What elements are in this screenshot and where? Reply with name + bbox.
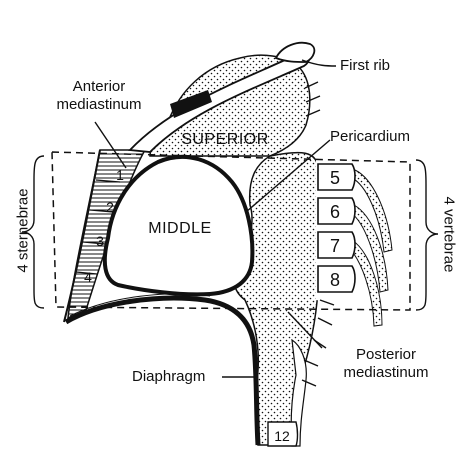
posterior-leader <box>287 311 323 349</box>
sternebra-4: 4 <box>84 269 92 285</box>
vertebra-box-7 <box>317 231 356 259</box>
posterior-region <box>233 151 319 446</box>
rib-strip-3 <box>348 239 383 327</box>
left-brace <box>21 155 45 309</box>
sternum-front <box>63 149 101 323</box>
pericardium-leader <box>245 139 331 213</box>
rib-stubs <box>301 81 335 387</box>
rib-strip-1 <box>351 169 393 253</box>
sternebra-divider-2 <box>89 209 114 213</box>
anterior-label-line-1: Anterior <box>72 78 126 95</box>
posterior-label-line-2: mediastinum <box>343 364 429 381</box>
sternebra-2: 2 <box>106 199 114 215</box>
vertebra-8: 8 <box>330 270 340 290</box>
vertebra-box-5 <box>317 163 356 191</box>
posterior-label-line-1: Posterior <box>355 346 417 363</box>
right-brace <box>415 159 439 311</box>
vertebra-box-12 <box>267 421 299 447</box>
sternebra-1: 1 <box>116 167 124 183</box>
pericardium-label: Pericardium <box>330 128 411 145</box>
lower-spine <box>290 338 307 447</box>
vertebra-boxes <box>317 163 356 293</box>
sternebra-3: 3 <box>96 233 104 249</box>
diaphragm-curve <box>64 295 261 446</box>
middle-label: MIDDLE <box>148 220 212 237</box>
sternebra-divider-1 <box>95 179 121 183</box>
posterior-mediastinum-label: Posterior mediastinum <box>316 346 456 382</box>
vertebra-5: 5 <box>330 168 340 188</box>
superior-label: SUPERIOR <box>181 131 269 148</box>
anterior-label-line-2: mediastinum <box>56 96 142 113</box>
first-rib-head <box>274 41 316 63</box>
sternebra-divider-3 <box>82 241 106 245</box>
vertebra-12: 12 <box>274 428 290 444</box>
anterior-leader <box>94 121 127 169</box>
vertebra-7: 7 <box>330 236 340 256</box>
vertebra-box-8 <box>317 265 356 293</box>
sternebrae-label: 4 sternebrae <box>14 188 32 273</box>
vertebra-box-6 <box>317 197 356 225</box>
leader-lines <box>94 59 337 378</box>
dashed-box <box>51 151 411 311</box>
diaphragm-label: Diaphragm <box>132 368 206 385</box>
vertebrae-label: 4 vertebrae <box>440 196 458 273</box>
diaphragm-inner <box>69 293 211 317</box>
anterior-mediastinum-label: Anterior mediastinum <box>24 78 174 114</box>
first-rib-label: First rib <box>340 57 390 74</box>
vertebra-6: 6 <box>330 202 340 222</box>
rib-strip-2 <box>350 204 389 293</box>
sternebra-divider-4 <box>75 271 98 275</box>
first-rib-leader <box>301 59 337 67</box>
middle-region <box>102 154 255 297</box>
first-rib-cartilage <box>170 90 212 118</box>
